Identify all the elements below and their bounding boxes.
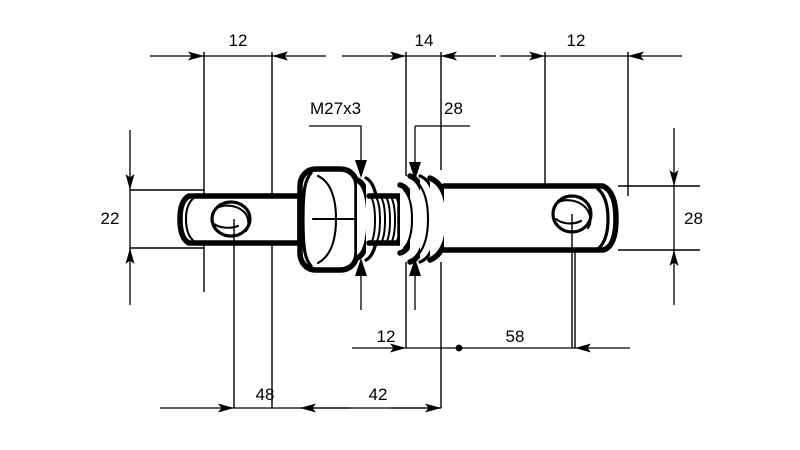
leader-m27-arrow — [355, 160, 367, 178]
dim-label-right-28: 28 — [684, 209, 703, 228]
left-shaft-end-ellipse — [184, 195, 197, 244]
right-hole-inner — [555, 199, 592, 230]
hex-nut-face-right — [316, 174, 338, 265]
label-flange-width: 28 — [444, 99, 463, 118]
dim-label-bottom-42: 42 — [369, 385, 388, 404]
dim-label-top-right-12: 12 — [567, 31, 586, 50]
bottom-dimension-row: 48 42 — [160, 385, 441, 413]
hex-nut-face-left — [301, 171, 313, 268]
leader-m27-line — [309, 125, 362, 160]
extension-lines — [130, 52, 700, 408]
right-shaft-end-ellipse — [596, 187, 610, 251]
right-hole-inner2 — [554, 217, 583, 225]
left-vertical-dimension: 22 — [101, 130, 135, 305]
dim-label-bottom-48: 48 — [256, 385, 275, 404]
leader-labels: M27x3 28 — [309, 99, 470, 310]
thread-hatching — [371, 198, 401, 242]
right-vertical-dimension: 28 — [669, 128, 703, 305]
left-hole-inner — [215, 204, 250, 233]
left-hole-inner2 — [212, 222, 240, 229]
dim-label-left-22: 22 — [101, 209, 120, 228]
dim-label-mid-58: 58 — [506, 327, 525, 346]
flange-inner-1 — [402, 188, 414, 250]
leader-m27-lower-arrow — [355, 258, 367, 276]
leader-28-arrow — [409, 162, 421, 180]
top-dimension-row: 12 14 12 — [150, 31, 682, 61]
pin-body-geometry — [177, 166, 619, 408]
dim-label-top-left-12: 12 — [229, 31, 248, 50]
dim-label-mid-12: 12 — [377, 327, 396, 346]
mid-bottom-dimension-row: 12 58 — [352, 327, 630, 353]
leader-28-lower-arrow — [409, 258, 421, 276]
dim-label-top-mid-14: 14 — [415, 31, 434, 50]
label-thread-spec: M27x3 — [310, 99, 361, 118]
flange-inner-2 — [416, 181, 430, 257]
